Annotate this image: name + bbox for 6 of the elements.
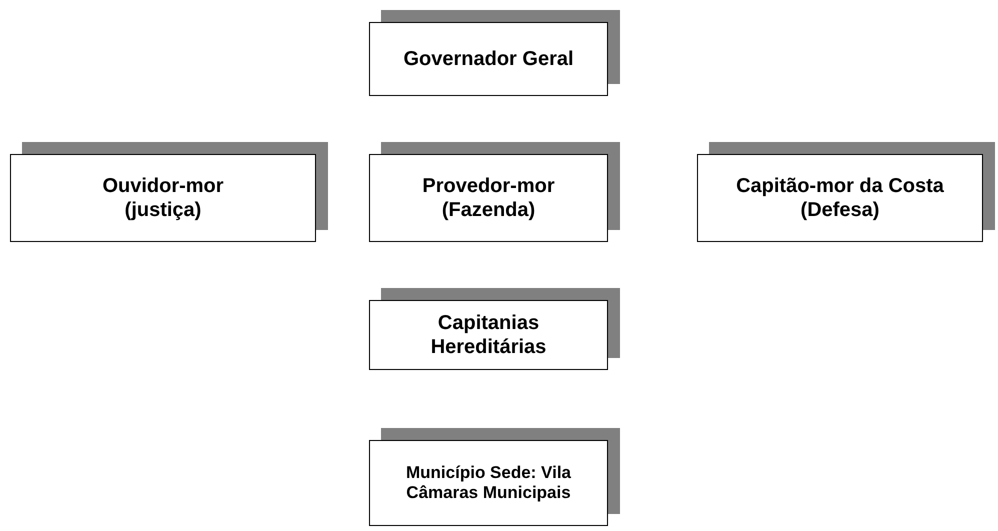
box-label: Governador Geral bbox=[402, 47, 575, 71]
box-label: Provedor-mor (Fazenda) bbox=[421, 174, 556, 222]
box-label: Capitão-mor da Costa (Defesa) bbox=[735, 174, 945, 222]
box-label: Capitanias Hereditárias bbox=[430, 311, 548, 359]
box-label: Município Sede: Vila Câmaras Municipais bbox=[405, 462, 572, 504]
box-label: Ouvidor-mor (justiça) bbox=[101, 174, 225, 222]
